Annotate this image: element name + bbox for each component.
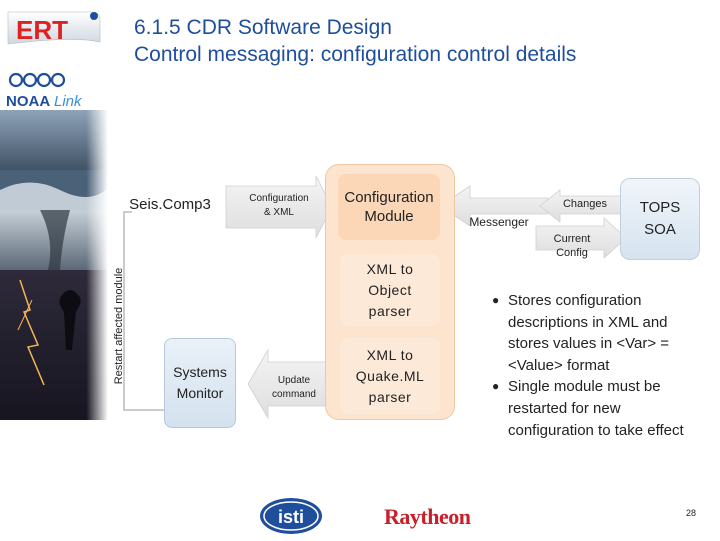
current-config-arrow [535,217,627,259]
title-line-2: Control messaging: configuration control… [134,43,577,66]
svg-text:Link: Link [54,93,83,110]
messenger-label: Messenger [469,215,529,229]
config-xml-arrow [225,175,333,239]
systems-monitor-box: Systems Monitor [164,338,236,428]
ert-logo-text: ERT [16,15,68,45]
left-photo-strip [0,0,108,540]
config-xml-label: Configuration & XML [249,193,309,218]
bullet-item: ●Stores configuration descriptions in XM… [492,292,670,374]
configuration-module-box: Configuration Module [338,174,440,240]
tops-soa-box: TOPS SOA [620,178,700,260]
noaa-link-logo: NOAA Link [4,70,104,114]
update-command-label: Update command [272,375,316,400]
bullet-dot-icon: ● [492,293,500,307]
xml-to-quakeml-parser-box: XML to Quake.ML parser [340,338,440,414]
svg-text:NOAA: NOAA [6,93,50,110]
restart-bracket [123,211,164,411]
page-title: 6.1.5 CDR Software Design Control messag… [134,14,720,68]
page-number: 28 [686,508,697,518]
current-config-label: Current Config [553,233,591,259]
title-line-1: 6.1.5 CDR Software Design [134,16,392,39]
ert-logo: ERT [4,8,102,48]
changes-label: Changes [562,198,608,210]
weather-photo-collage [0,0,108,540]
seiscomp3-label: Seis.Comp3 [129,196,211,213]
bullet-item: ●Single module must be restarted for new… [492,378,684,439]
restart-affected-module-label: Restart affected module [113,267,125,385]
bullet-dot-icon: ● [492,379,500,394]
raytheon-logo: Raytheon [384,504,471,529]
xml-to-object-parser-box: XML to Object parser [340,254,440,326]
bullet-list: ●Stores configuration descriptions in XM… [492,290,702,441]
svg-text:isti: isti [278,507,304,527]
isti-logo: isti [258,496,324,536]
